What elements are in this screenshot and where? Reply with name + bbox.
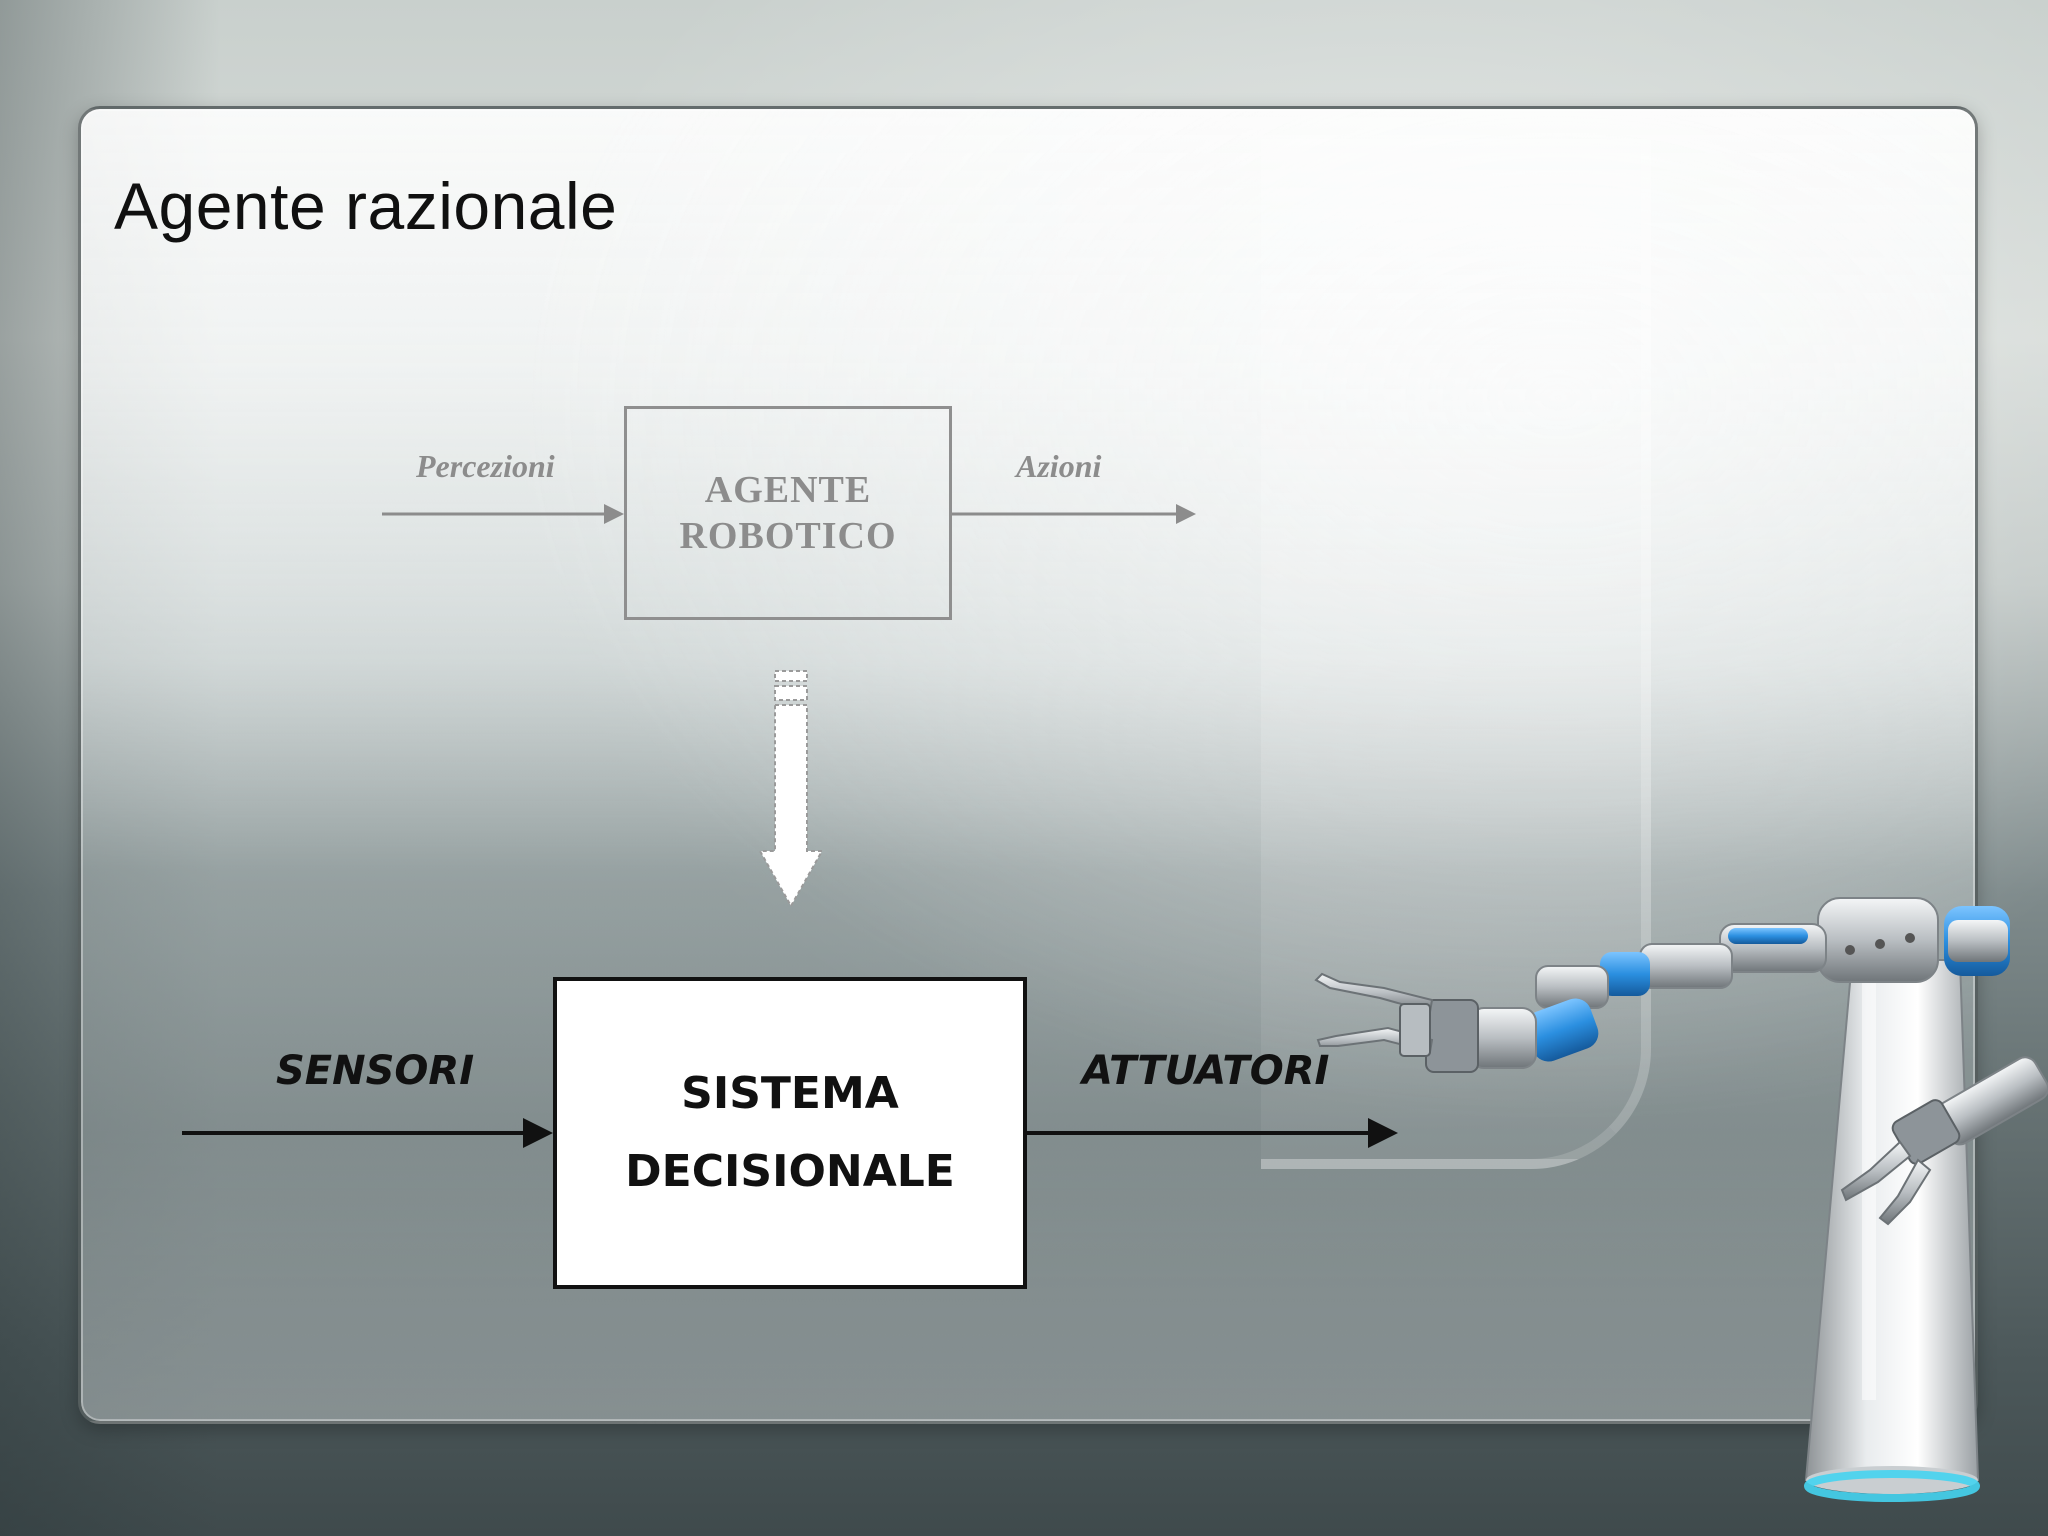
sistema-decisionale-box: SISTEMA DECISIONALE (553, 977, 1027, 1289)
agente-robotico-line2: ROBOTICO (679, 515, 897, 557)
slide-title: Agente razionale (114, 169, 618, 243)
panel-reflection (1261, 139, 1651, 1169)
agente-robotico-line1: AGENTE (704, 469, 872, 511)
slide-panel (78, 106, 1978, 1424)
attuatori-label: ATTUATORI (1082, 1048, 1330, 1094)
sistema-decisionale-line1: SISTEMA (681, 1068, 899, 1119)
sensori-label: SENSORI (276, 1048, 475, 1094)
azioni-label: Azioni (1016, 448, 1102, 484)
sistema-decisionale-line2: DECISIONALE (625, 1146, 955, 1197)
agente-robotico-box: AGENTE ROBOTICO (624, 406, 952, 620)
percezioni-label: Percezioni (416, 448, 555, 484)
